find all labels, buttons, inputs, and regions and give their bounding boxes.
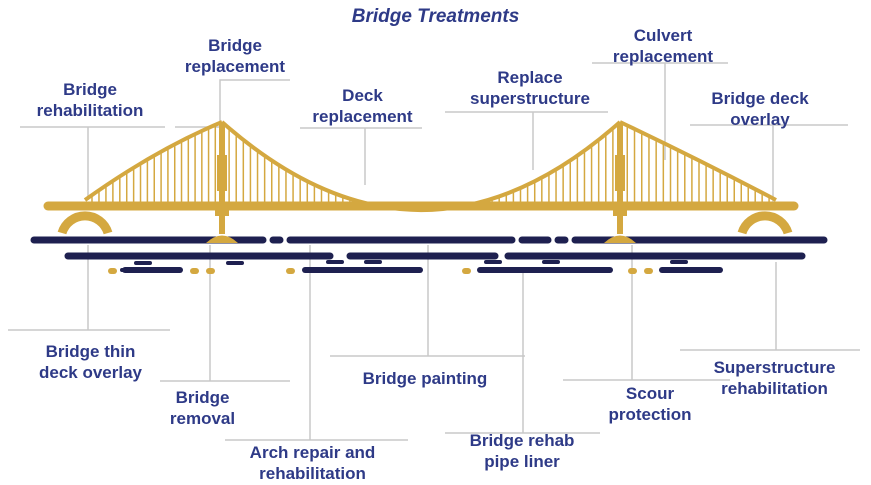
label-bridge-removal: Bridge removal: [169, 388, 236, 428]
road-lines: [30, 236, 828, 274]
label-bridge-deck-overlay: Bridge deck overlay: [711, 89, 809, 129]
road-dash: [484, 260, 502, 264]
main-span-cable: [220, 120, 622, 212]
label-bridge-rehab-pipe-liner: Bridge rehab pipe liner: [469, 431, 575, 471]
right-side-cable: [619, 120, 777, 202]
road-marker: [286, 268, 295, 274]
left-tower-base: [206, 235, 238, 243]
label-deck-replacement: Deck replacement: [312, 86, 413, 126]
right-tower-collar: [613, 210, 627, 216]
road-dash: [226, 261, 244, 265]
label-bridge-painting: Bridge painting: [362, 369, 488, 388]
label-bridge-thin-deck-overlay: Bridge thin deck overlay: [38, 342, 142, 382]
road-marker: [628, 268, 637, 274]
road-dash: [326, 260, 344, 264]
road-marker: [206, 268, 215, 274]
road-dash: [542, 260, 560, 264]
road-marker: [190, 268, 199, 274]
label-scour-protection: Scour protection: [608, 384, 692, 424]
label-culvert-replacement: Culvert replacement: [612, 26, 714, 66]
diagram-title: Bridge Treatments: [351, 6, 520, 27]
label-replace-superstructure: Replace superstructure: [470, 68, 590, 108]
right-tower-base: [604, 235, 636, 243]
label-bridge-rehabilitation: Bridge rehabilitation: [36, 80, 144, 120]
suspension-bridge: [43, 120, 799, 243]
road-dash: [670, 260, 688, 264]
label-bridge-replacement: Bridge replacement: [184, 36, 286, 76]
road-marker: [644, 268, 653, 274]
road-marker: [108, 268, 117, 274]
left-tower-mid: [217, 155, 227, 191]
right-tower-mid: [615, 155, 625, 191]
road-dash: [364, 260, 382, 264]
road-marker: [462, 268, 471, 274]
leader-line: [175, 79, 290, 128]
label-superstructure-rehabilitation: Superstructure rehabilitation: [713, 358, 836, 398]
right-arch: [737, 211, 793, 235]
road-dash: [120, 268, 138, 272]
label-arch-repair: Arch repair and rehabilitation: [249, 443, 376, 483]
road-dash: [134, 261, 152, 265]
left-arch: [57, 211, 113, 235]
left-tower-collar: [215, 210, 229, 216]
